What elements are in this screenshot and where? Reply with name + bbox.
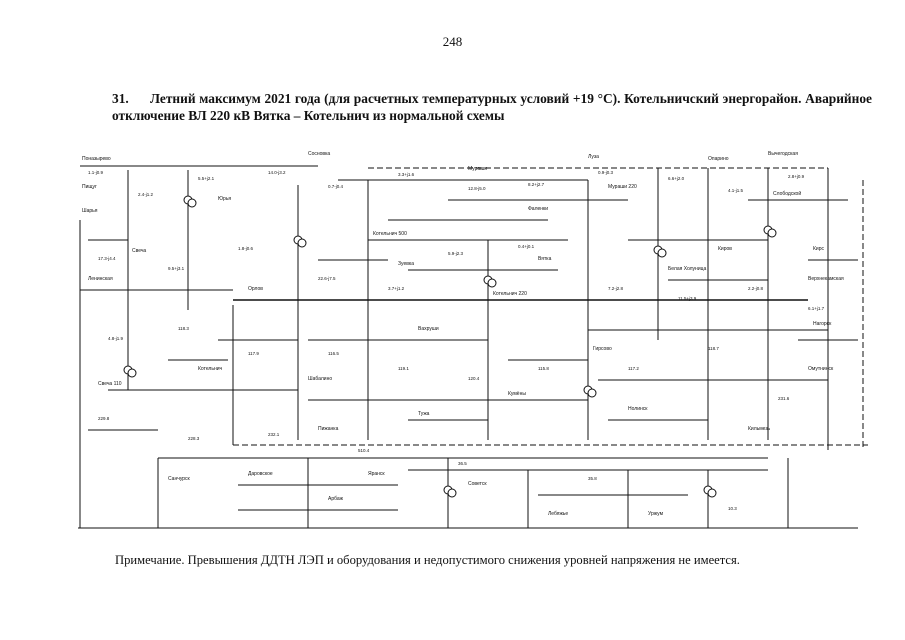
station-label: Фаленки [528, 206, 548, 212]
station-label: Лебяжье [548, 511, 568, 517]
flow-value: 118.3 [178, 326, 189, 331]
flow-value: 116.5 [328, 351, 339, 356]
station-label: Советск [468, 481, 487, 487]
flow-value: 1.1-j0.9 [88, 170, 104, 175]
transformer [707, 488, 717, 498]
station-label: Кумёны [508, 391, 526, 397]
transformer [447, 488, 457, 498]
flow-value: 1.8-j0.6 [238, 246, 254, 251]
station-label: Слободской [773, 190, 801, 197]
transformer [487, 278, 497, 288]
station-label: Верхнекамская [808, 276, 844, 282]
station-label: Вахруши [418, 326, 439, 332]
flow-value: 232.1 [268, 432, 280, 437]
station-label: Яранск [368, 471, 385, 477]
flow-value: 119.1 [398, 366, 409, 371]
station-label: Гирсово [593, 346, 612, 352]
flow-value: 5.5+j2.1 [198, 176, 215, 181]
station-label: Орлов [248, 286, 263, 292]
station-label: Кильмезь [748, 426, 771, 432]
station-label: Котельнич [198, 366, 223, 372]
flow-value: 0.9-j0.3 [598, 170, 614, 175]
page-number: 248 [442, 34, 463, 49]
network-schematic: Поназырево Пищуг Шарья Свеча Ленинская К… [68, 140, 868, 540]
station-label: Луза [588, 154, 599, 160]
flow-value: 0.4+j0.1 [518, 244, 535, 249]
transformer [587, 388, 597, 398]
flow-value: 12.8-j5.0 [468, 186, 486, 191]
flow-value: 36.5 [458, 461, 467, 466]
transformer [767, 228, 777, 238]
flow-value: 3.7+j1.2 [388, 286, 405, 291]
station-label: Тужа [418, 411, 430, 417]
station-label: Киров [718, 246, 732, 252]
flow-labels: 1.1-j0.9 2.4-j1.2 5.5+j2.1 14.0-j3.2 0.7-j0.… [88, 170, 825, 511]
flow-value: 9.5+j3.1 [168, 266, 185, 271]
transformer [187, 198, 197, 208]
station-label: Омутнинск [808, 366, 834, 372]
station-label: Вятка [538, 256, 552, 262]
flow-value: 6.6+j2.0 [668, 176, 685, 181]
station-label: Санчурск [168, 476, 191, 482]
flow-value: 228.3 [188, 436, 200, 441]
flow-value: 117.9 [248, 351, 259, 356]
flow-value: 118.7 [708, 346, 719, 351]
station-label: Котельнич 220 [493, 291, 527, 297]
diagram-title: 31.Летний максимум 2021 года (для расчет… [112, 90, 872, 124]
flow-value: 35.8 [588, 476, 597, 481]
station-label: Мураши 220 [608, 184, 637, 190]
flow-value: 2.4-j1.2 [138, 192, 154, 197]
flow-value: 10.3 [728, 506, 737, 511]
flow-value: 4.1-j1.5 [728, 188, 744, 193]
station-label: Кирс [813, 246, 824, 252]
station-label: Свеча 110 [98, 381, 122, 387]
flow-value: 120.4 [468, 376, 480, 381]
flow-value: 510.4 [358, 448, 370, 453]
station-label: Свеча [132, 248, 146, 254]
flow-value: 229.8 [98, 416, 110, 421]
transformer [657, 248, 667, 258]
station-label: Зуевка [398, 261, 414, 267]
flow-value: 17.3-j4.4 [98, 256, 116, 261]
station-label: Вычегодская [768, 151, 798, 157]
flow-value: 117.2 [628, 366, 639, 371]
flow-value: 7.2-j2.8 [608, 286, 624, 291]
section-number: 31. [112, 91, 129, 106]
station-label: Ленинская [88, 276, 113, 282]
flow-value: 6.1+j1.7 [808, 306, 825, 311]
flow-value: 2.8+j0.9 [788, 174, 805, 179]
transformer [127, 368, 137, 378]
station-label: Уржум [648, 511, 664, 517]
flow-value: 4.8-j1.9 [108, 336, 124, 341]
flow-value: 231.6 [778, 396, 790, 401]
station-label: Поназырево [82, 156, 111, 162]
flow-value: 5.9-j2.3 [448, 251, 464, 256]
station-label: Опарино [708, 156, 729, 162]
flow-value: 2.2-j0.8 [748, 286, 764, 291]
flow-value: 14.0-j3.2 [268, 170, 286, 175]
station-label: Нагорск [813, 321, 832, 327]
station-label: Арбаж [328, 496, 344, 502]
flow-value: 8.2+j2.7 [528, 182, 545, 187]
flow-value: 22.6-j7.5 [318, 276, 336, 281]
transformer [297, 238, 307, 248]
station-label: Юрья [218, 196, 231, 202]
station-label: Шабалино [308, 376, 332, 382]
station-label: Пищуг [82, 184, 97, 190]
station-label: Нолинск [628, 406, 648, 412]
footnote: Примечание. Превышения ДДТН ЛЭП и оборуд… [115, 553, 740, 567]
station-label: Шарья [82, 208, 98, 214]
flow-value: 115.8 [538, 366, 549, 371]
flow-value: 0.7-j0.4 [328, 184, 344, 189]
station-label: Пижанка [318, 426, 339, 432]
flow-value: 3.3+j1.6 [398, 172, 415, 177]
section-title: Летний максимум 2021 года (для расчетных… [112, 91, 872, 123]
station-label: Котельнич 500 [373, 231, 407, 237]
schematic-svg: Поназырево Пищуг Шарья Свеча Ленинская К… [78, 151, 868, 529]
flow-value: 11.5+j3.9 [678, 296, 697, 301]
station-label: Даровское [248, 471, 273, 477]
station-label: Мураши [468, 166, 487, 172]
station-label: Сосновка [308, 151, 330, 157]
station-label: Белая Холуница [668, 266, 706, 272]
